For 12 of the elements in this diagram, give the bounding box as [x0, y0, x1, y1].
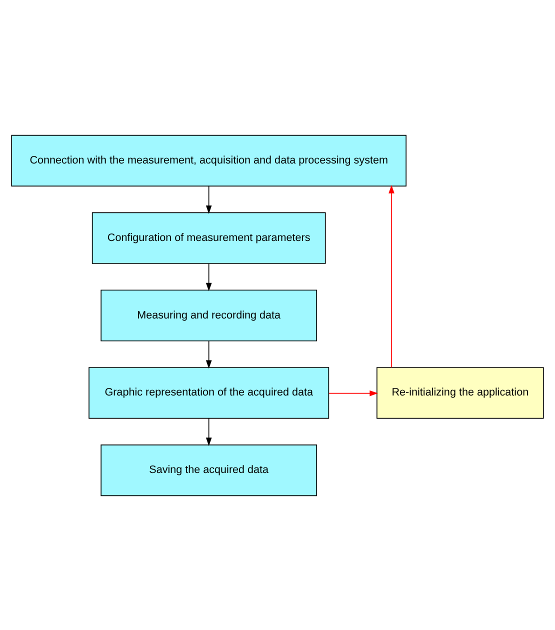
node-box: Measuring and recording data: [100, 289, 318, 341]
arrow: [206, 418, 212, 446]
arrow: [206, 340, 212, 368]
arrow: [206, 185, 212, 214]
node-box: Saving the acquired data: [100, 444, 318, 496]
node-box: Graphic representation of the acquired data: [88, 366, 330, 418]
arrow: [206, 262, 212, 291]
node-box: Configuration of measurement parameters: [92, 212, 326, 264]
arrow: [328, 390, 378, 396]
arrow: [388, 184, 394, 368]
node-box: Connection with the measurement, acquisition and data processing system: [11, 134, 406, 186]
node-box: Re-initializing the application: [376, 366, 544, 418]
